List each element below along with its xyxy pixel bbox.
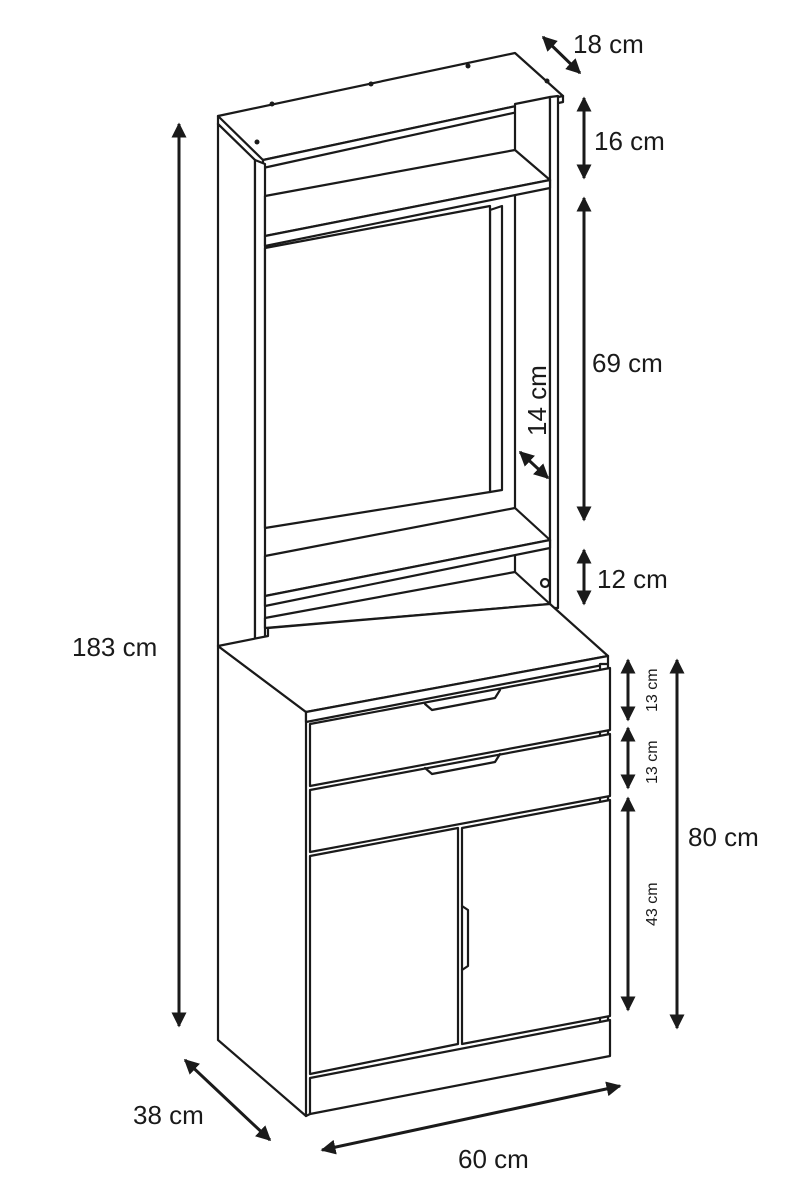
dim-arrow-width xyxy=(320,1081,622,1155)
drawer-1 xyxy=(308,666,612,788)
base-cabinet xyxy=(216,602,612,1118)
mounting-hole xyxy=(254,139,260,145)
dimension-lines xyxy=(171,35,685,1155)
mounting-hole xyxy=(269,101,275,107)
label-mirror-depth: 14 cm xyxy=(522,365,552,436)
door-handle xyxy=(460,904,470,972)
dim-arrow-depth-base xyxy=(183,1058,272,1142)
hutch-lower-shelf-edge xyxy=(263,538,552,608)
label-drawer-2-height: 13 cm xyxy=(644,740,661,784)
dim-arrow-mirror-depth xyxy=(518,450,550,480)
label-lower-shelf-height: 12 cm xyxy=(597,564,668,594)
label-depth-base: 38 cm xyxy=(133,1100,204,1130)
hutch xyxy=(216,51,565,670)
door-right xyxy=(460,798,612,1046)
label-base-height: 80 cm xyxy=(688,822,759,852)
drawer-2-handle xyxy=(423,752,502,776)
mirror xyxy=(263,204,492,530)
door-left xyxy=(308,826,460,1076)
dim-arrow-depth-top xyxy=(541,35,582,75)
hutch-right-front-edge xyxy=(548,94,560,610)
label-mirror-height: 69 cm xyxy=(592,348,663,378)
mounting-hole xyxy=(465,63,471,69)
mirror-frame xyxy=(488,204,504,494)
label-total-height: 183 cm xyxy=(72,632,157,662)
mounting-hole xyxy=(544,78,550,84)
drawer-2 xyxy=(308,732,612,854)
hutch-upper-shelf-edge xyxy=(263,178,552,248)
label-top-shelf-height: 16 cm xyxy=(594,126,665,156)
label-doors-height: 43 cm xyxy=(644,882,661,926)
base-left-side xyxy=(216,644,308,1118)
cable-hole xyxy=(539,577,551,589)
hutch-left-side-panel xyxy=(216,122,257,670)
mounting-hole xyxy=(368,81,374,87)
label-width: 60 cm xyxy=(458,1144,529,1174)
label-drawer-1-height: 13 cm xyxy=(644,668,661,712)
hutch-left-front-edge xyxy=(253,158,267,670)
drawer-1-handle xyxy=(423,688,502,712)
dimension-labels: 18 cm 16 cm 69 cm 14 cm 12 cm 183 cm 13 … xyxy=(72,29,759,1174)
label-depth-top: 18 cm xyxy=(573,29,644,59)
